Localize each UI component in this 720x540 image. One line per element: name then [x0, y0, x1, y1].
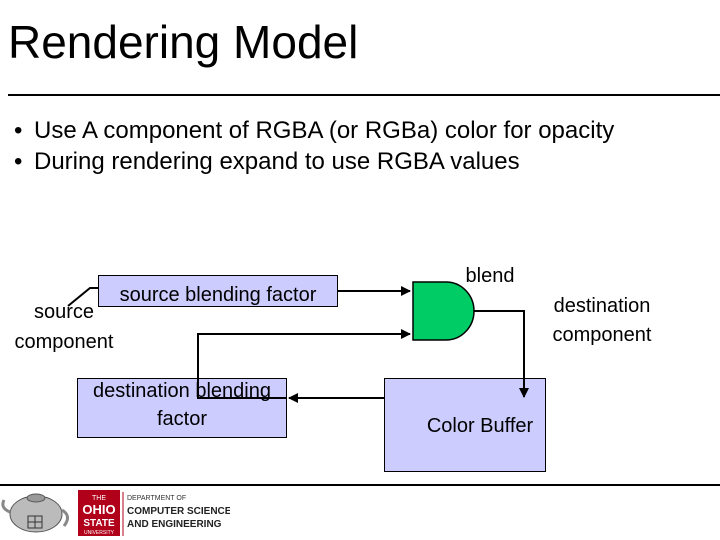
source-blending-factor-box — [98, 275, 338, 307]
source-blending-factor-label: source blending factor — [119, 284, 317, 306]
blend-to-buffer-arrow — [474, 310, 529, 398]
svg-text:OHIO: OHIO — [82, 502, 115, 517]
teapot-icon — [1, 493, 69, 533]
bullet-item: Use A component of RGBA (or RGBa) color … — [8, 115, 614, 146]
bullet-list: Use A component of RGBA (or RGBa) color … — [8, 115, 614, 177]
university-logo: THE OHIO STATE UNIVERSITY DEPARTMENT OF … — [1, 490, 230, 536]
bullet-item: During rendering expand to use RGBA valu… — [8, 146, 614, 177]
blend-gate-icon — [412, 281, 475, 341]
svg-text:STATE: STATE — [83, 518, 115, 529]
logo-line-3: AND ENGINEERING — [127, 519, 222, 530]
destination-component-label-line1: destination — [553, 295, 651, 317]
destination-blending-factor-box — [77, 378, 287, 438]
dest-factor-arrow — [197, 329, 411, 399]
source-component-label-line1: source — [33, 301, 95, 323]
color-buffer-label: Color Buffer — [426, 415, 534, 437]
footer-divider — [0, 484, 720, 486]
blend-label: blend — [465, 265, 515, 287]
source-component-label-line2: component — [14, 331, 114, 353]
svg-text:THE: THE — [92, 495, 106, 502]
ohio-state-seal-icon — [78, 490, 120, 536]
slide-title: Rendering Model — [8, 16, 359, 68]
source-to-factor-line — [67, 287, 98, 307]
destination-component-label-line2: component — [552, 324, 652, 346]
svg-text:UNIVERSITY: UNIVERSITY — [84, 530, 115, 536]
logo-line-2: COMPUTER SCIENCE — [127, 506, 230, 517]
destination-blending-factor-label-line2: factor — [156, 408, 208, 430]
destination-blending-factor-label-line1: destination blending — [93, 380, 271, 402]
title-divider — [8, 94, 720, 96]
logo-line-1: DEPARTMENT OF — [127, 495, 186, 502]
